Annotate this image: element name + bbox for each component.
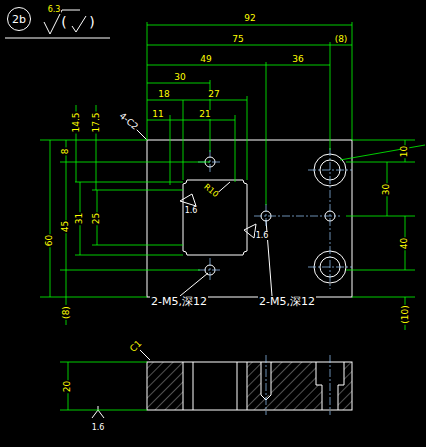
dimension-text: 49 bbox=[199, 55, 212, 64]
dimension-text: 36 bbox=[291, 55, 304, 64]
dimension-text: 6.3 bbox=[47, 6, 62, 14]
dimension-text: 1.6 bbox=[255, 232, 270, 240]
sheet-number: 2b bbox=[12, 13, 26, 26]
dimension-text: 14.5 bbox=[71, 111, 80, 133]
dimension-text: 40 bbox=[400, 236, 409, 249]
dimension-text: (8) bbox=[334, 35, 349, 44]
dimension-text: 45 bbox=[61, 219, 70, 232]
dimension-text: 60 bbox=[45, 233, 54, 246]
dimension-text: 27 bbox=[207, 90, 220, 99]
dimension-text: ) bbox=[88, 15, 95, 29]
dimension-text: 8 bbox=[61, 147, 70, 155]
dimension-text: 20 bbox=[63, 379, 72, 392]
dimension-text: 10 bbox=[400, 144, 409, 157]
dimension-text: 1.6 bbox=[184, 207, 199, 215]
dimension-text: 30 bbox=[382, 182, 391, 195]
dimension-text: 4-C2 bbox=[116, 110, 139, 132]
dimension-text: 1.6 bbox=[91, 424, 106, 432]
dimension-text: 30 bbox=[173, 73, 186, 82]
dimension-text: ( bbox=[60, 15, 67, 29]
dimension-text: 75 bbox=[231, 35, 244, 44]
dimension-text: (8) bbox=[62, 305, 71, 320]
dimension-text: 2-M5,深12 bbox=[258, 296, 316, 307]
sheet-number-circle: 2b bbox=[7, 7, 31, 31]
dimension-text: 31 bbox=[75, 211, 84, 224]
dimension-text: 18 bbox=[157, 90, 170, 99]
dimension-text: (10) bbox=[400, 304, 409, 324]
dimension-text: R10 bbox=[202, 182, 221, 200]
dimension-text: 92 bbox=[243, 14, 256, 23]
dimension-text: 25 bbox=[92, 211, 101, 224]
dimension-text: 11 bbox=[151, 110, 164, 119]
dimension-text: 17.5 bbox=[91, 111, 100, 133]
dimension-text: 21 bbox=[198, 110, 211, 119]
dimension-text: 2-M5,深12 bbox=[150, 296, 208, 307]
